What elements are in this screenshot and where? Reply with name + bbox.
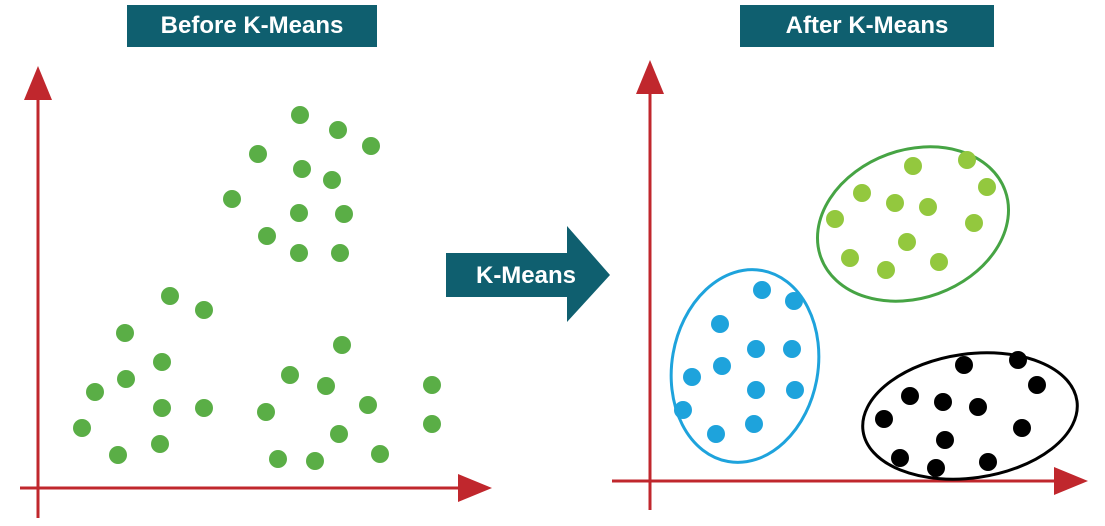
before-points-point-25 [257, 403, 275, 421]
title-after-kmeans: After K-Means [740, 5, 994, 47]
after-cluster-1-point-8 [965, 214, 983, 232]
before-points-point-27 [423, 415, 441, 433]
before-x-arrowhead [458, 474, 492, 502]
before-points-point-12 [331, 244, 349, 262]
before-points-point-23 [153, 399, 171, 417]
before-points-point-8 [290, 204, 308, 222]
before-points-point-13 [161, 287, 179, 305]
before-points-point-18 [117, 370, 135, 388]
after-cluster-1-point-6 [978, 178, 996, 196]
after-cluster-3-point-12 [927, 459, 945, 477]
before-points-point-22 [86, 383, 104, 401]
before-points-point-17 [153, 353, 171, 371]
arrow-shape [446, 226, 610, 322]
before-points-point-30 [151, 435, 169, 453]
kmeans-transition-arrow: K-Means [446, 226, 610, 322]
before-y-arrowhead [24, 66, 52, 100]
before-points-point-4 [249, 145, 267, 163]
after-cluster-1-group [826, 151, 996, 279]
before-points-point-19 [281, 366, 299, 384]
after-cluster-1-point-4 [886, 194, 904, 212]
before-points-point-3 [362, 137, 380, 155]
after-cluster-3-point-3 [901, 387, 919, 405]
after-cluster-2-point-2 [785, 292, 803, 310]
after-x-arrowhead [1054, 467, 1088, 495]
before-points-point-1 [291, 106, 309, 124]
before-points-point-14 [195, 301, 213, 319]
after-axes [612, 60, 1088, 510]
before-points-point-20 [317, 377, 335, 395]
after-cluster-3-point-9 [1013, 419, 1031, 437]
after-cluster-2-point-1 [753, 281, 771, 299]
after-cluster-2-point-8 [747, 381, 765, 399]
after-cluster-1-point-10 [841, 249, 859, 267]
before-points-point-5 [293, 160, 311, 178]
before-points-point-16 [333, 336, 351, 354]
before-points-point-34 [306, 452, 324, 470]
after-cluster-1-point-11 [877, 261, 895, 279]
cluster-outlines [669, 145, 1079, 481]
before-points-point-9 [335, 205, 353, 223]
points-layer [73, 106, 1046, 477]
before-points-point-29 [330, 425, 348, 443]
before-points-point-10 [258, 227, 276, 245]
cluster-2-outline [669, 268, 821, 464]
after-cluster-2-point-6 [713, 357, 731, 375]
before-points-point-33 [269, 450, 287, 468]
after-cluster-3-point-2 [1009, 351, 1027, 369]
before-points-point-7 [223, 190, 241, 208]
cluster-3-outline [861, 351, 1079, 481]
after-cluster-1-point-5 [919, 198, 937, 216]
before-points-point-28 [73, 419, 91, 437]
after-cluster-2-point-9 [786, 381, 804, 399]
before-points-point-26 [359, 396, 377, 414]
after-cluster-3-point-4 [934, 393, 952, 411]
before-points-point-6 [323, 171, 341, 189]
after-cluster-2-point-10 [674, 401, 692, 419]
before-points-point-15 [116, 324, 134, 342]
cluster-1-outline [815, 145, 1011, 303]
after-cluster-2-point-5 [783, 340, 801, 358]
after-y-arrowhead [636, 60, 664, 94]
after-cluster-3-point-5 [969, 398, 987, 416]
after-cluster-3-point-1 [955, 356, 973, 374]
after-cluster-2-point-3 [711, 315, 729, 333]
arrow-label: K-Means [476, 262, 576, 289]
after-cluster-2-point-4 [747, 340, 765, 358]
before-points-point-24 [195, 399, 213, 417]
before-points-point-32 [371, 445, 389, 463]
after-cluster-3-point-11 [979, 453, 997, 471]
after-cluster-1-point-7 [826, 210, 844, 228]
after-cluster-2-point-12 [707, 425, 725, 443]
after-cluster-2-point-7 [683, 368, 701, 386]
after-cluster-3-point-7 [875, 410, 893, 428]
after-cluster-1-point-3 [853, 184, 871, 202]
before-points-point-31 [109, 446, 127, 464]
before-points-point-2 [329, 121, 347, 139]
after-cluster-3-point-10 [891, 449, 909, 467]
title-before-kmeans: Before K-Means [127, 5, 377, 47]
after-cluster-3-group [875, 351, 1046, 477]
after-cluster-1-point-9 [898, 233, 916, 251]
after-cluster-1-point-2 [958, 151, 976, 169]
after-cluster-1-point-1 [904, 157, 922, 175]
after-cluster-2-point-11 [745, 415, 763, 433]
before-points-point-11 [290, 244, 308, 262]
before-points-point-21 [423, 376, 441, 394]
after-cluster-2-group [674, 281, 804, 443]
after-cluster-3-point-6 [1028, 376, 1046, 394]
before-points-group [73, 106, 441, 470]
after-cluster-3-point-8 [936, 431, 954, 449]
after-cluster-1-point-12 [930, 253, 948, 271]
before-axes [20, 66, 492, 518]
